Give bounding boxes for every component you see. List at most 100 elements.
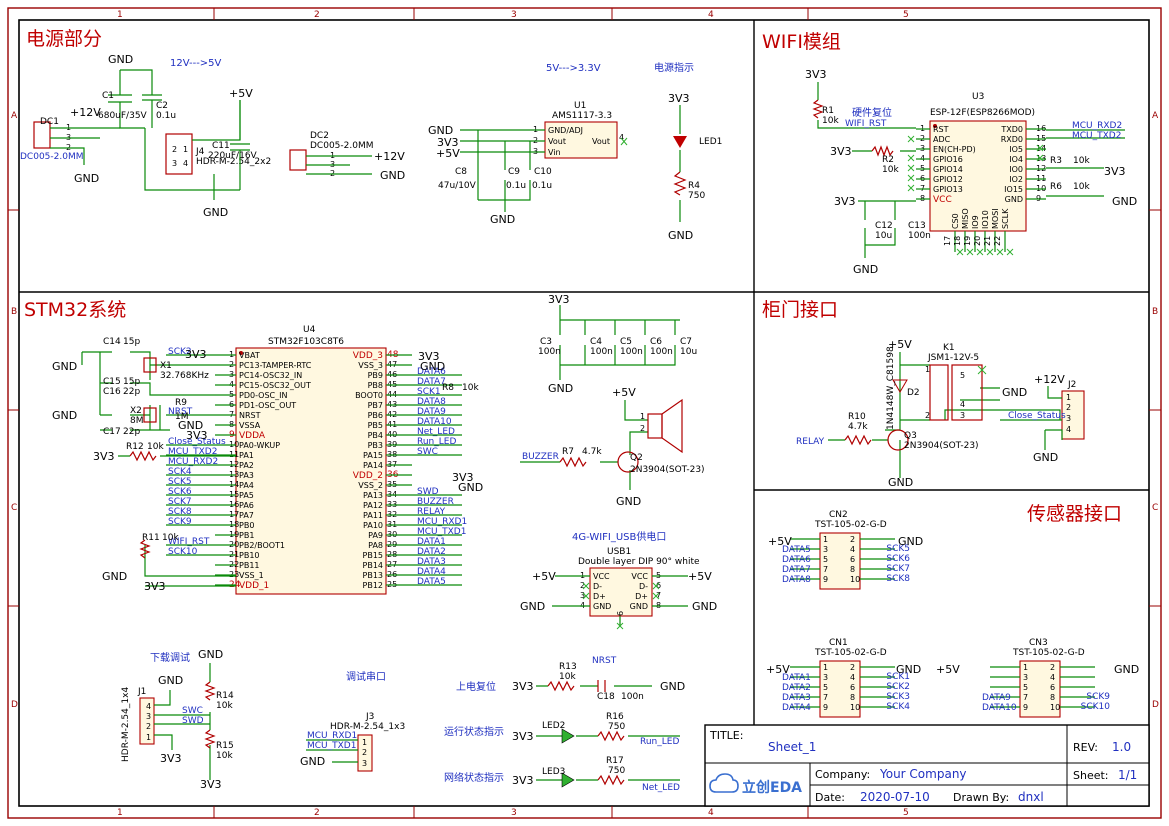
cn2-pins-pin: 2	[850, 535, 855, 544]
svg-text:C5: C5	[620, 337, 632, 347]
date-label: Date:	[815, 791, 845, 804]
svg-text:4: 4	[183, 159, 188, 168]
net-swd: SWD	[182, 716, 204, 726]
gnd-q3: GND	[888, 476, 913, 489]
net-data10: DATA10	[982, 703, 1017, 713]
cn1-pins-pin: 8	[850, 693, 855, 702]
no-connect-mark	[907, 135, 915, 143]
section-sensor-title: 传感器接口	[1027, 503, 1122, 525]
u4-pin-boot0: BOOT0	[355, 391, 383, 400]
gnd-dc2: GND	[380, 169, 405, 182]
net-swc: SWC	[417, 447, 438, 457]
col-1b: 1	[117, 808, 123, 818]
gnd-u1: GND	[428, 124, 453, 137]
v33-r15: 3V3	[200, 778, 222, 791]
no-connect-mark	[986, 248, 994, 256]
gnd-r14: GND	[198, 648, 223, 661]
usb-pin-l-vcc: VCC	[593, 572, 610, 581]
svg-text:J4: J4	[195, 147, 205, 157]
net-mcu-txd1: MCU_TXD1	[307, 741, 356, 751]
v33-led2: 3V3	[512, 730, 534, 743]
u3-pin-io2: IO2	[1009, 175, 1023, 184]
svg-text:C13: C13	[908, 221, 926, 231]
v5-relay: +5V	[888, 338, 912, 351]
svg-text:C2: C2	[156, 101, 168, 111]
cn2-pins-pin: 10	[850, 575, 860, 584]
svg-text:Vout: Vout	[592, 137, 610, 146]
u4-pin-pa14: PA14	[363, 461, 383, 470]
u4-pin-pc15-osc32_out: PC15-OSC32_OUT	[239, 381, 311, 390]
svg-text:TST-105-02-G-D: TST-105-02-G-D	[814, 520, 887, 530]
svg-text:1: 1	[146, 733, 151, 742]
u4-pin-pb15: PB15	[363, 551, 384, 560]
u4-pin-pb10: PB10	[239, 551, 260, 560]
net-nrst: NRST	[168, 407, 193, 417]
dc2-jack	[289, 149, 307, 171]
u3-pin-num: 17	[943, 236, 952, 246]
svg-text:2N3904(SOT-23): 2N3904(SOT-23)	[630, 465, 705, 475]
col-1: 1	[117, 10, 123, 20]
note-download: 下载调试	[150, 651, 190, 664]
net-data7: DATA7	[782, 565, 811, 575]
u4-pin-vssa: VSSA	[239, 421, 261, 430]
u4-pin-pb11: PB11	[239, 561, 260, 570]
svg-text:1M: 1M	[175, 412, 189, 422]
u3-pin-en(ch-pd): EN(CH-PD)	[933, 145, 976, 154]
u4-pin-pb1: PB1	[239, 531, 254, 540]
cn1-pins-pin: 4	[850, 673, 855, 682]
svg-text:R8: R8	[442, 383, 454, 393]
usb-pin-r-vcc: VCC	[631, 572, 648, 581]
net-close_status: Close_Status	[168, 437, 226, 447]
dc1-label: DC1	[40, 117, 59, 127]
u3-pin-gnd: GND	[1005, 195, 1023, 204]
svg-text:5: 5	[960, 371, 965, 380]
svg-text:Vout: Vout	[548, 137, 566, 146]
col-3: 3	[511, 10, 517, 20]
svg-text:4.7k: 4.7k	[582, 447, 602, 457]
dc1-jack	[33, 121, 51, 149]
svg-text:1: 1	[925, 365, 930, 374]
u3-pin-vcc: VCC	[933, 195, 952, 205]
note-12to5: 12V--->5V	[170, 58, 222, 69]
row-b2: B	[1152, 307, 1158, 317]
svg-text:1: 1	[362, 738, 367, 747]
row-b: B	[11, 307, 17, 317]
v33-r12: 3V3	[93, 450, 115, 463]
row-c2: C	[1152, 503, 1158, 513]
u3-pin-adc: ADC	[933, 135, 951, 144]
cn1-pins-pin: 10	[850, 703, 860, 712]
cn1-pins-pin: 2	[850, 663, 855, 672]
u4-pin-vbat: VBAT	[239, 351, 260, 360]
svg-text:U3: U3	[972, 92, 984, 102]
net-sck7: SCK7	[886, 564, 910, 574]
svg-text:Q3: Q3	[904, 431, 917, 441]
net-data1: DATA1	[417, 537, 446, 547]
v33-r3: 3V3	[1104, 165, 1126, 178]
u4-pin-pb0: PB0	[239, 521, 254, 530]
u4-pin-pb14: PB14	[363, 561, 384, 570]
svg-text:R11: R11	[142, 533, 160, 543]
net-data4: DATA4	[782, 703, 811, 713]
cn3-pins-pin: 1	[1023, 663, 1028, 672]
net-data6: DATA6	[782, 555, 811, 565]
no-connect-mark	[966, 248, 974, 256]
u3-pin-io10: IO10	[981, 210, 990, 229]
net-sck8: SCK8	[168, 507, 192, 517]
title-block: TITLE: Sheet_1 REV: 1.0 Company: Your Co…	[704, 724, 1150, 807]
u4-pin-pb5: PB5	[368, 421, 383, 430]
cn3-pins-pin: 5	[1023, 683, 1028, 692]
u3-pin-gpio16: GPIO16	[933, 155, 963, 164]
gnd-c1: GND	[108, 53, 133, 66]
cn3-pins-pin: 6	[1050, 683, 1055, 692]
svg-text:100n: 100n	[590, 347, 613, 357]
svg-text:10k: 10k	[162, 533, 179, 543]
gnd-vss1: GND	[102, 570, 127, 583]
net-close-status: Close_Status	[1008, 411, 1066, 421]
u4-pin-vdda: VDDA	[239, 431, 266, 441]
svg-text:ESP-12F(ESP8266MOD): ESP-12F(ESP8266MOD)	[930, 108, 1035, 118]
net-sck1: SCK1	[417, 387, 441, 397]
svg-text:LED3: LED3	[542, 767, 565, 777]
u4-pin-pa6: PA6	[239, 501, 254, 510]
v5-c11: +5V	[229, 87, 253, 100]
